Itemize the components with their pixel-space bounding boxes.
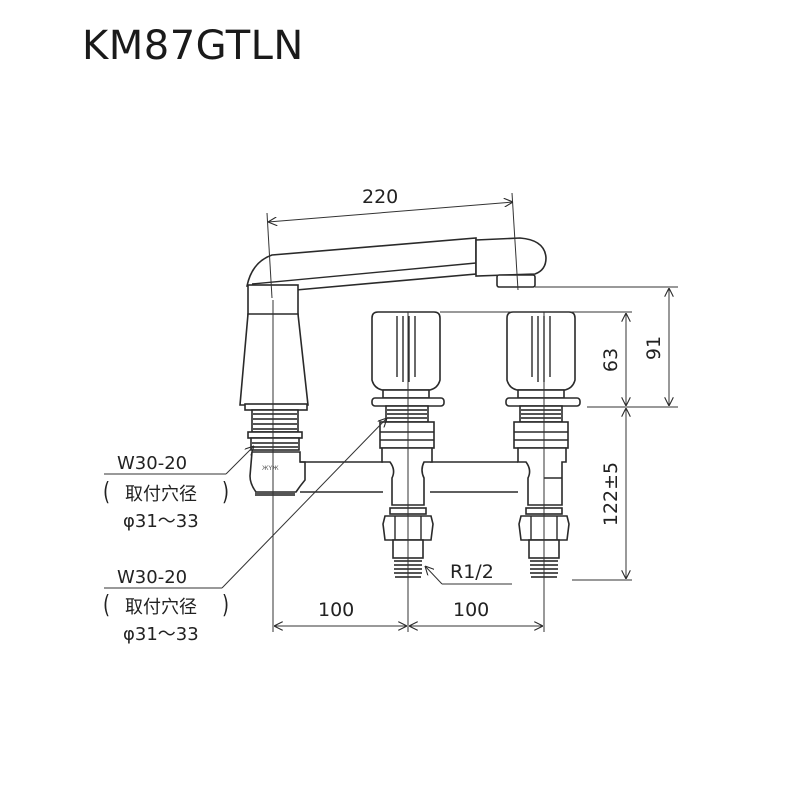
svg-text:(: ( — [103, 591, 110, 620]
horizontal-spacing-dimensions: 100 100 — [274, 599, 543, 626]
dimension-91-label: 91 — [643, 336, 665, 360]
note-1-range: φ31～33 — [123, 511, 199, 532]
svg-text:(: ( — [103, 478, 110, 507]
dimension-63-label: 63 — [600, 348, 622, 372]
mounting-hole-note-2: W30-20 ( 取付穴径 φ31～33 ) — [103, 418, 387, 645]
dimension-220: 220 — [266, 186, 519, 299]
svg-text:ЖҮЖ: ЖҮЖ — [262, 465, 279, 472]
supply-pipe — [300, 461, 518, 493]
center-lines — [272, 300, 545, 632]
dimension-100-left-label: 100 — [318, 599, 354, 621]
note-2-range: φ31～33 — [123, 624, 199, 645]
note-1-thread: W30-20 — [117, 453, 187, 474]
thread-callout-label: R1/2 — [450, 561, 494, 583]
spout-body: ЖҮЖ — [239, 284, 309, 496]
vertical-dimensions: 91 63 122±5 — [440, 286, 678, 581]
svg-text:): ) — [222, 591, 229, 620]
note-2-thread: W30-20 — [117, 567, 187, 588]
spout — [246, 237, 547, 291]
dimension-100-right-label: 100 — [453, 599, 489, 621]
thread-callout: R1/2 — [425, 561, 512, 585]
svg-text:): ) — [222, 478, 229, 507]
model-title: KM87GTLN — [82, 23, 304, 69]
dimension-122-label: 122±5 — [600, 462, 622, 526]
right-valve — [505, 311, 581, 578]
mounting-hole-note-1: W30-20 ( 取付穴径 φ31～33 ) — [103, 446, 254, 532]
note-2-label: 取付穴径 — [125, 597, 197, 618]
dimension-220-label: 220 — [362, 186, 398, 208]
left-valve — [371, 311, 445, 578]
note-1-label: 取付穴径 — [125, 484, 197, 505]
